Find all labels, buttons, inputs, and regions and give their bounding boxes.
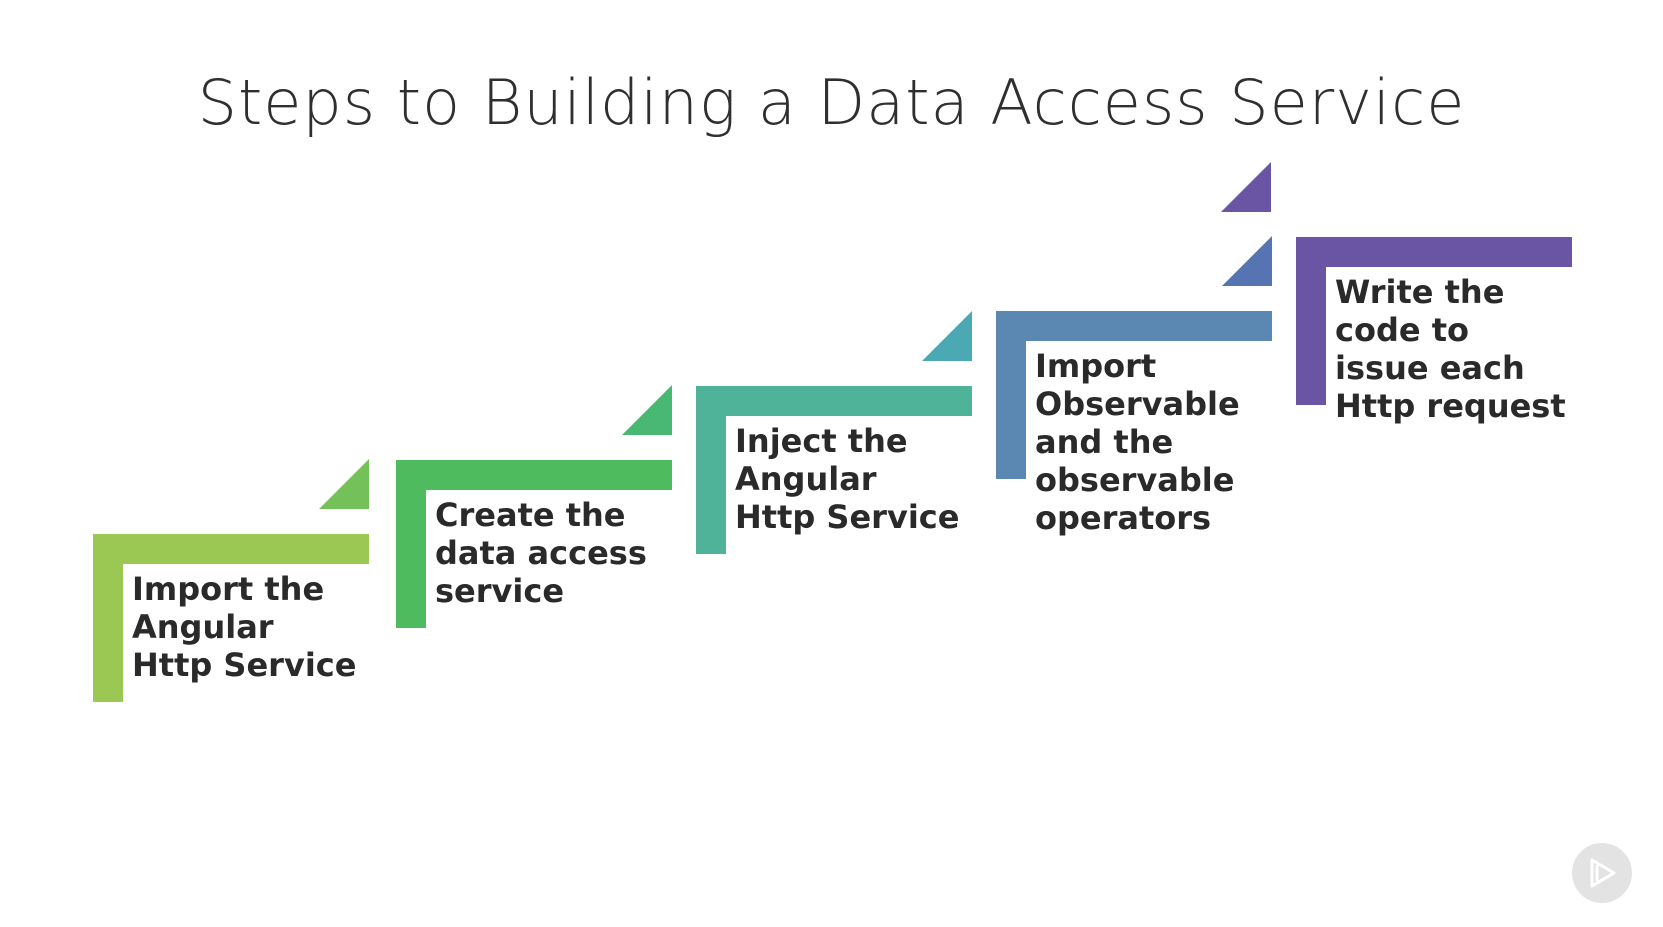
step-3-label: Inject the Angular Http Service xyxy=(735,422,960,536)
step-3-top-bar xyxy=(696,386,972,416)
step-1-arrow-icon xyxy=(319,459,369,509)
step-2-top-bar xyxy=(396,460,672,490)
step-4-arrow-icon xyxy=(1222,236,1272,286)
step-4-left-bar xyxy=(996,311,1026,479)
step-3-left-bar xyxy=(696,386,726,554)
step-1-left-bar xyxy=(93,534,123,702)
step-2-left-bar xyxy=(396,460,426,628)
step-5-label: Write the code to issue each Http reques… xyxy=(1335,273,1566,425)
step-2-arrow-shape xyxy=(622,385,672,435)
step-4-top-bar xyxy=(996,311,1272,341)
step-5-top-bar xyxy=(1296,237,1572,267)
step-5-left-bar xyxy=(1296,237,1326,405)
step-1-label: Import the Angular Http Service xyxy=(132,570,357,684)
slide-title: Steps to Building a Data Access Service xyxy=(197,66,1466,139)
step-1-top-bar xyxy=(93,534,369,564)
step-2-label: Create the data access service xyxy=(435,496,647,610)
step-3-arrow-icon xyxy=(922,311,972,361)
step-4-arrow-shape xyxy=(1222,236,1272,286)
play-icon xyxy=(1590,858,1616,888)
step-4-label: Import Observable and the observable ope… xyxy=(1035,347,1240,537)
step-5-arrow-shape xyxy=(1221,162,1271,212)
step-3-arrow-shape xyxy=(922,311,972,361)
step-2-arrow-icon xyxy=(622,385,672,435)
step-5-arrow-icon xyxy=(1221,162,1271,212)
play-button[interactable] xyxy=(1572,843,1632,903)
step-1-arrow-shape xyxy=(319,459,369,509)
